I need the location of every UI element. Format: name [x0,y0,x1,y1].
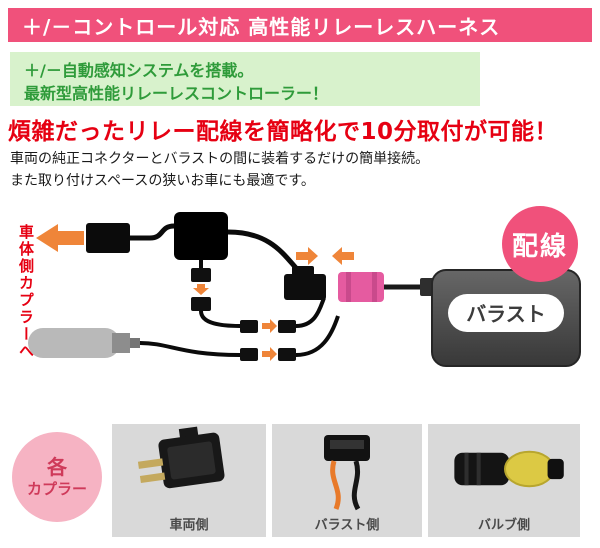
ballast-nub [420,278,434,296]
black-connector [284,274,326,300]
description-line-2: また取り付けスペースの狭いお車にも最適です。 [10,172,315,189]
vehicle-coupler-label: 車体側カプラーへ [17,224,35,360]
cluster-wire-lower [295,315,340,357]
controller-box [174,212,228,260]
down-arrow-icon [193,284,209,295]
bulb-connector-image [454,450,564,488]
feature-box: ＋/－自動感知システムを搭載。 最新型高性能リレーレスコントローラー！ [10,52,480,106]
coupler-badge-line-2: カプラー [26,480,87,499]
ballast-connector-image [324,435,370,511]
wiring-diagram: バラスト [28,212,581,367]
mini-connector [191,268,211,282]
ballast-label: バラスト [466,302,546,326]
controller-wire-right [227,229,298,270]
right-arrow-icon [296,247,318,265]
vehicle-plug [86,223,130,253]
left-arrow-icon [332,247,354,265]
hid-bulb [28,328,140,358]
header-title: ＋/－コントロール対応 高性能リレーレスハーネス [22,14,501,39]
mini-connector [278,348,296,361]
wiring-badge: 配線 [502,206,578,282]
coupler-badge: 各 カプラー [12,432,102,522]
feature-line-2: 最新型高性能リレーレスコントローラー！ [24,84,329,104]
description-line-1: 車両の純正コネクターとバラストの間に装着するだけの簡単接続。 [10,151,430,167]
headline: 煩雑だったリレー配線を簡略化で10分取付が可能！ [8,119,559,145]
mini-connector [278,320,296,333]
plug-wire [130,223,175,241]
coupler-caption-ballast: バラスト側 [314,518,380,533]
feature-line-1: ＋/－自動感知システムを搭載。 [24,61,254,80]
coupler-photo-vehicle: 車両側 [112,424,266,537]
left-arrow-icon [36,224,84,252]
black-connector-ridge [292,266,314,276]
mini-connector [191,297,211,311]
mini-connector [240,348,258,361]
ballast-label-pill [448,294,564,332]
description: 車両の純正コネクターとバラストの間に装着するだけの簡単接続。 また取り付けスペー… [10,149,590,192]
bulb-wire [139,341,241,357]
coupler-badge-line-1: 各 [47,455,67,480]
coupler-caption-vehicle: 車両側 [169,518,209,533]
vehicle-connector-image [137,426,225,489]
pink-connector-stripe [372,272,377,302]
mini-connector-wire [199,310,241,328]
coupler-caption-bulb: バルブ側 [477,518,530,533]
mini-connector [240,320,258,333]
right-arrow-icon [262,347,277,361]
coupler-photo-ballast: バラスト側 [272,424,422,537]
header-banner: ＋/－コントロール対応 高性能リレーレスハーネス [8,8,592,42]
coupler-photo-bulb: バルブ側 [428,424,580,537]
right-arrow-icon [262,319,277,333]
wiring-badge-label: 配線 [511,231,568,262]
pink-connector-stripe [346,272,351,302]
cluster-wire-upper [295,297,326,328]
pink-connector [338,272,384,302]
